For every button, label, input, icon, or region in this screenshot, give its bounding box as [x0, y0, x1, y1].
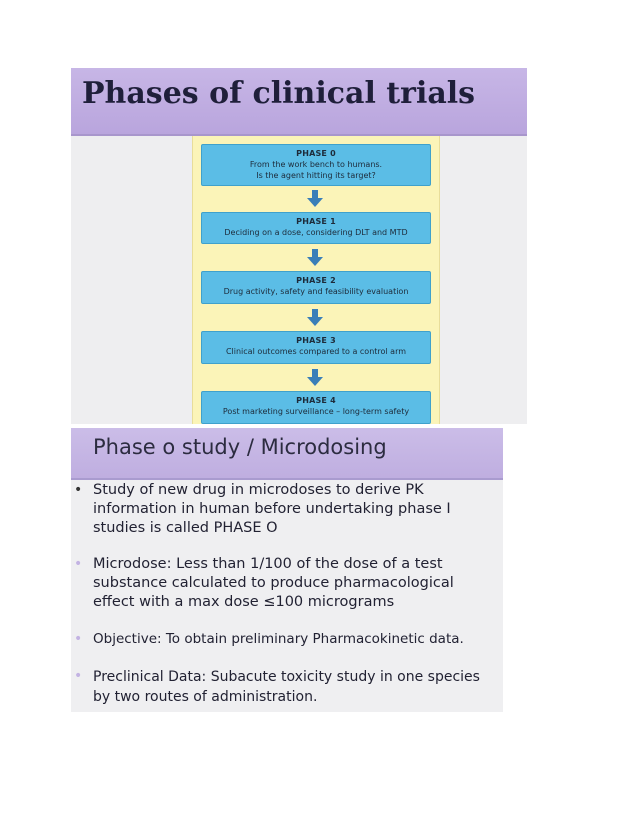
bullet-line: substance calculated to produce pharmaco…: [93, 575, 454, 591]
phase-box-2: PHASE 2 Drug activity, safety and feasib…: [201, 271, 431, 304]
bullet-item: • Microdose: Less than 1/100 of the dose…: [71, 555, 503, 615]
down-arrow-icon: [307, 309, 323, 326]
down-arrow-icon: [307, 369, 323, 386]
bullet-dot: •: [74, 631, 83, 647]
bullet-dot: •: [74, 668, 83, 684]
slide-title-bar: Phases of clinical trials: [71, 68, 527, 136]
phase-title: PHASE 2: [296, 276, 336, 285]
bullet-item: • Objective: To obtain preliminary Pharm…: [71, 630, 503, 650]
phase-title: PHASE 4: [296, 396, 336, 405]
bullet-line: Study of new drug in microdoses to deriv…: [93, 482, 424, 498]
bullet-line: Objective: To obtain preliminary Pharmac…: [93, 631, 464, 647]
phase-description: Is the agent hitting its target?: [256, 171, 376, 180]
phase-title: PHASE 1: [296, 217, 336, 226]
phase-description: Deciding on a dose, considering DLT and …: [224, 228, 408, 237]
phase-box-3: PHASE 3 Clinical outcomes compared to a …: [201, 331, 431, 364]
phase-box-0: PHASE 0 From the work bench to humans. I…: [201, 144, 431, 186]
bullet-dot: •: [74, 482, 83, 498]
bullet-line: Microdose: Less than 1/100 of the dose o…: [93, 556, 443, 572]
down-arrow-icon: [307, 190, 323, 207]
slide-phase-0-microdosing: Phase o study / Microdosing • Study of n…: [71, 428, 503, 712]
phase-title: PHASE 3: [296, 336, 336, 345]
down-arrow-icon: [307, 249, 323, 266]
phase-description: Post marketing surveillance – long-term …: [222, 407, 410, 416]
phase-box-1: PHASE 1 Deciding on a dose, considering …: [201, 212, 431, 244]
bullet-line: Preclinical Data: Subacute toxicity stud…: [93, 669, 480, 685]
bullet-item: • Study of new drug in microdoses to der…: [71, 481, 503, 541]
phase-box-4: PHASE 4 Post marketing surveillance – lo…: [201, 391, 431, 424]
bullet-line: information in human before undertaking …: [93, 501, 451, 517]
phase-flowchart: PHASE 0 From the work bench to humans. I…: [192, 136, 440, 424]
phase-title: PHASE 0: [296, 149, 336, 158]
phase-description: Clinical outcomes compared to a control …: [225, 347, 407, 356]
bullet-item: • Preclinical Data: Subacute toxicity st…: [71, 667, 503, 709]
slide-title-bar: Phase o study / Microdosing: [71, 428, 503, 480]
phase-description: Drug activity, safety and feasibility ev…: [223, 287, 409, 296]
bullet-line: effect with a max dose ≤100 micrograms: [93, 594, 395, 610]
slide-phases-of-clinical-trials: Phases of clinical trials PHASE 0 From t…: [71, 68, 527, 424]
bullet-line: by two routes of administration.: [93, 689, 318, 705]
slide-title: Phase o study / Microdosing: [93, 435, 387, 459]
bullet-line: studies is called PHASE O: [93, 520, 278, 536]
bullet-dot: •: [74, 556, 83, 572]
phase-description: From the work bench to humans.: [249, 160, 383, 169]
slide-title: Phases of clinical trials: [82, 76, 476, 111]
